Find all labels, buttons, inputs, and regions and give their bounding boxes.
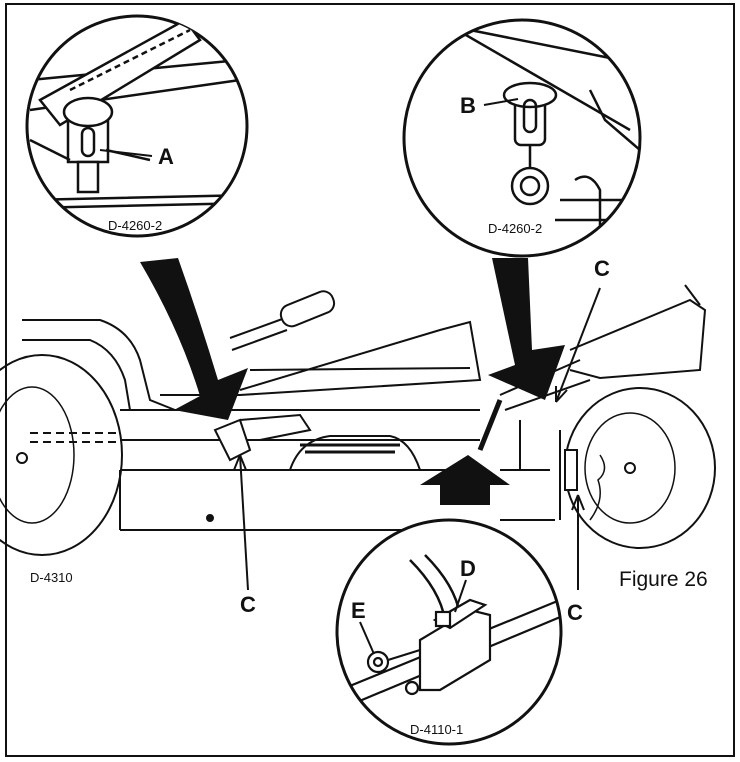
hood	[569, 298, 707, 380]
rear-fender	[22, 319, 176, 411]
frame	[119, 409, 480, 531]
label-c-left: C	[240, 592, 256, 617]
callout-line-b	[483, 98, 519, 106]
callout-line-a	[99, 149, 153, 157]
front-wheel	[564, 387, 716, 549]
arrow-up-bottom	[420, 455, 510, 505]
inset-bottom: D E D-4110-1	[335, 518, 563, 746]
inset-code-bottom: D-4110-1	[410, 722, 463, 737]
label-b: B	[460, 93, 476, 118]
inset-code-top-left: D-4260-2	[108, 218, 162, 233]
inset-top-right: B D-4260-2	[402, 18, 642, 258]
arrow-top-left	[140, 258, 248, 420]
main-view-code: D-4310	[30, 570, 73, 585]
inset-code-top-right: D-4260-2	[488, 221, 542, 236]
callout-lines	[233, 287, 601, 591]
callout-line-d	[454, 579, 467, 613]
tractor-side-view	[0, 284, 716, 556]
page-border	[5, 3, 735, 757]
label-e: E	[351, 598, 366, 623]
label-c-top-right: C	[594, 256, 610, 281]
rear-wheel	[0, 354, 123, 556]
inset-top-left: A D-4260-2	[25, 14, 249, 238]
callout-line-e	[359, 621, 375, 655]
lever	[229, 317, 288, 351]
figure-caption: Figure 26	[619, 568, 708, 591]
label-d: D	[460, 556, 476, 581]
arrow-top-right	[488, 258, 565, 400]
label-a: A	[158, 144, 174, 169]
label-c-bottom-right: C	[567, 600, 583, 625]
